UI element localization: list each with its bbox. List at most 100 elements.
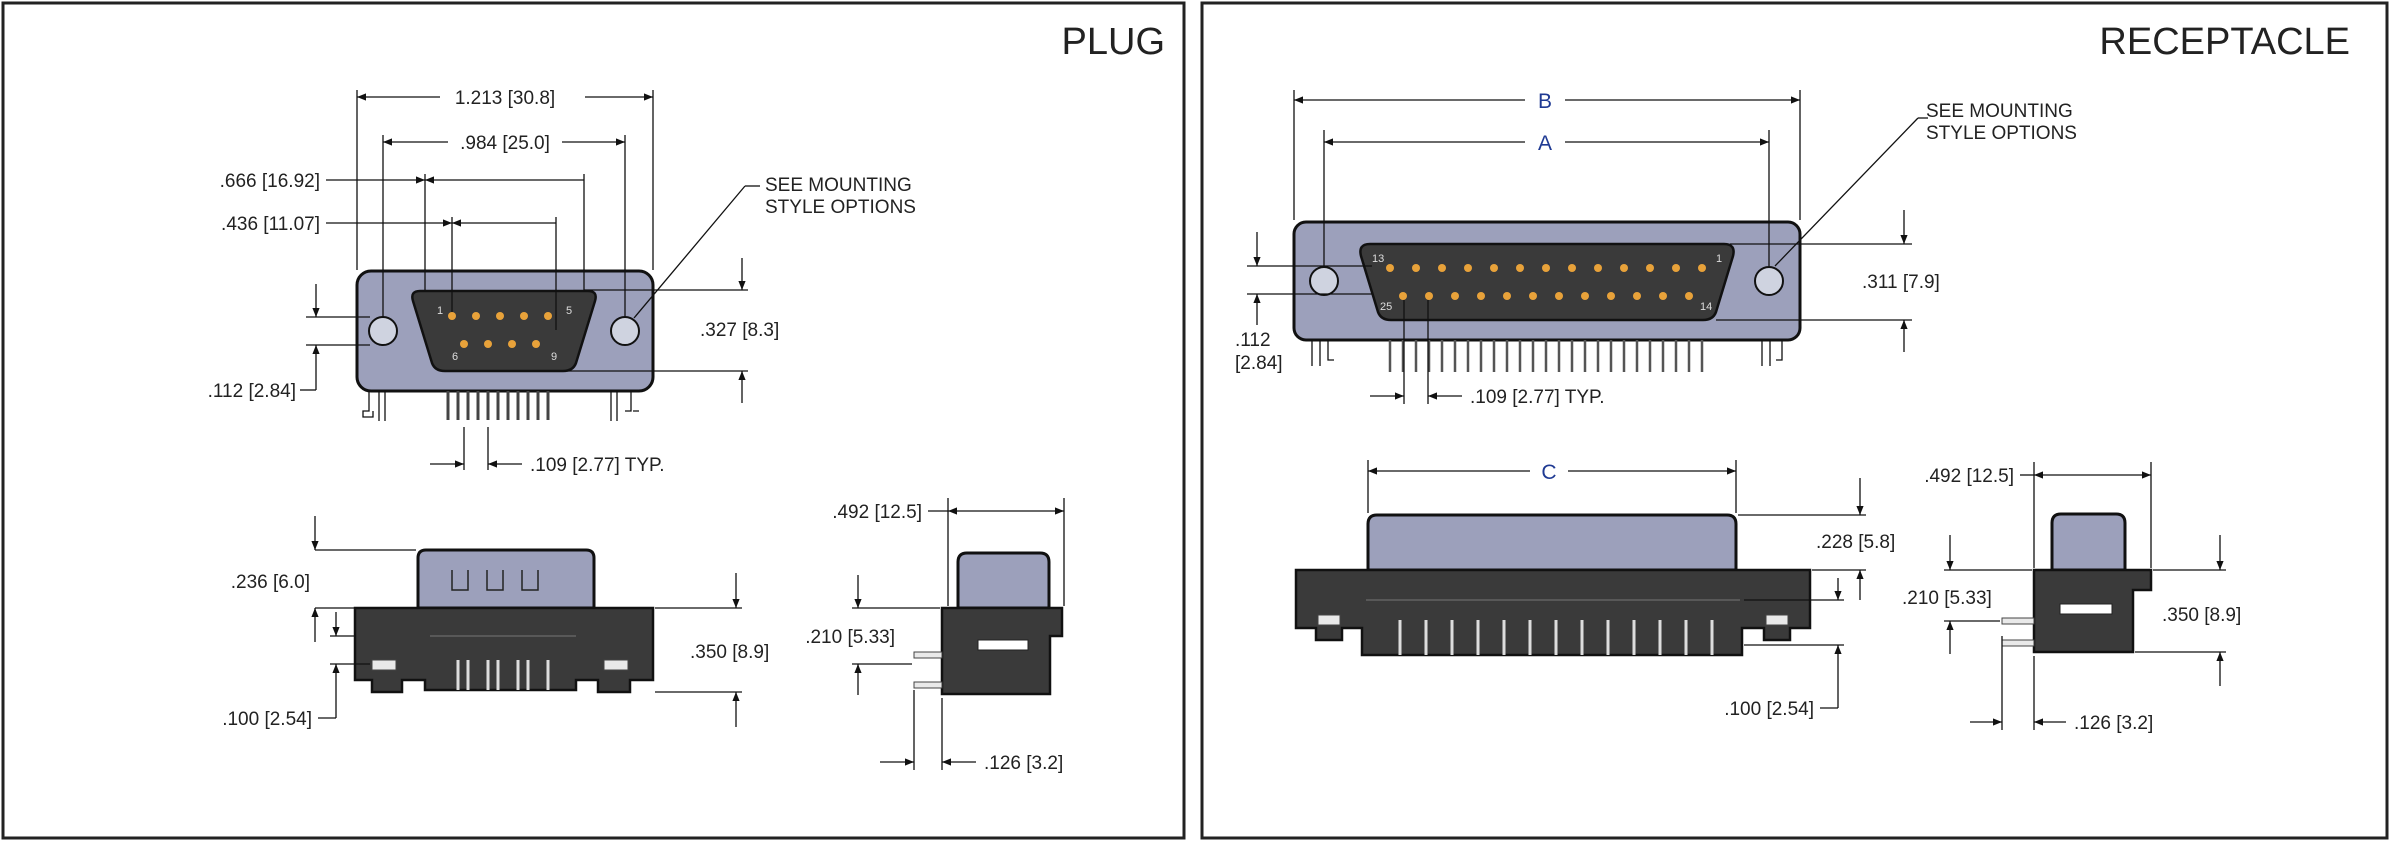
receptacle-contact [1568, 264, 1576, 272]
receptacle-end-pin [2001, 617, 2035, 625]
plug-end-dim-492: .492 [12.5] [832, 502, 922, 523]
plug-contact [544, 312, 552, 320]
receptacle-contact [1594, 264, 1602, 272]
receptacle-contact [1464, 264, 1472, 272]
receptacle-contact [1503, 292, 1511, 300]
receptacle-side-body [1294, 568, 1812, 657]
receptacle-dim-112-a: .112 [1235, 330, 1271, 351]
receptacle-contact [1555, 292, 1563, 300]
receptacle-dim-311: .311 [7.9] [1862, 272, 1940, 293]
receptacle-board-tails [1388, 340, 1704, 372]
receptacle-mount-hole-right [1754, 266, 1784, 296]
receptacle-dim-C: C [1541, 461, 1556, 484]
plug-insert [411, 289, 597, 373]
plug-contact [472, 312, 480, 320]
receptacle-end-label [2059, 603, 2113, 615]
receptacle-end-dim-126: .126 [3.2] [2074, 713, 2153, 734]
receptacle-note-line1: SEE MOUNTING [1926, 101, 2073, 122]
receptacle-dim-B: B [1538, 90, 1552, 113]
plug-dim-327: .327 [8.3] [700, 320, 779, 341]
plug-end-dim-210: .210 [5.33] [805, 627, 895, 648]
receptacle-contact [1698, 264, 1706, 272]
plug-end-label [977, 639, 1029, 651]
plug-note-line2: STYLE OPTIONS [765, 197, 916, 218]
plug-pin-label-9: 9 [551, 351, 557, 363]
plug-mount-hole-right [610, 316, 640, 346]
receptacle-pin-label-25: 25 [1380, 301, 1392, 313]
plug-end-shell [956, 551, 1051, 610]
receptacle-contacts [1386, 264, 1706, 300]
receptacle-side-tails [1398, 620, 1714, 655]
plug-contact [532, 340, 540, 348]
plug-dim-pitch: .109 [2.77] TYP. [530, 455, 665, 476]
plug-end-body [940, 606, 1064, 696]
receptacle-contact [1386, 264, 1394, 272]
receptacle-end-dimensions: .492 [12.5] .210 [5.33] .350 [8.9] .126 … [1902, 462, 2241, 734]
plug-side-standoff [371, 659, 397, 671]
receptacle-front-dimensions: B A SEE MOUNTING STYLE OPTIONS .311 [7.9… [1235, 90, 2077, 408]
receptacle-pin-label-1: 1 [1716, 253, 1722, 265]
receptacle-pin-label-14: 14 [1700, 301, 1712, 313]
plug-end-dim-126: .126 [3.2] [984, 753, 1063, 774]
receptacle-side-standoff [1765, 614, 1789, 626]
plug-dim-666: .666 [16.92] [220, 171, 320, 192]
plug-contact [520, 312, 528, 320]
receptacle-end-dim-492: .492 [12.5] [1924, 466, 2014, 487]
receptacle-contact [1607, 292, 1615, 300]
receptacle-side-shell [1366, 513, 1738, 572]
receptacle-pin-label-13: 13 [1372, 253, 1384, 265]
receptacle-end-dim-350: .350 [8.9] [2162, 605, 2241, 626]
receptacle-title: RECEPTACLE [2099, 21, 2350, 63]
plug-dim-100: .100 [2.54] [222, 709, 312, 730]
receptacle-contact [1451, 292, 1459, 300]
plug-contact [448, 312, 456, 320]
receptacle-side-standoff [1317, 614, 1341, 626]
receptacle-front-view: 13 1 25 14 [1292, 220, 1802, 372]
plug-contact [484, 340, 492, 348]
receptacle-side-view [1294, 513, 1812, 657]
receptacle-contact [1620, 264, 1628, 272]
receptacle-contact [1516, 264, 1524, 272]
receptacle-note-line2: STYLE OPTIONS [1926, 123, 2077, 144]
receptacle-contact [1412, 264, 1420, 272]
receptacle-contact [1542, 264, 1550, 272]
receptacle-side-dimensions: C .228 [5.8] .100 [2.54] [1367, 460, 1895, 720]
receptacle-dim-100: .100 [2.54] [1724, 699, 1814, 720]
receptacle-contact [1529, 292, 1537, 300]
plug-front-dimensions: 1.213 [30.8] .984 [25.0] .666 [16.92] .4… [208, 88, 916, 476]
plug-pin-label-5: 5 [566, 305, 572, 317]
plug-pin-label-6: 6 [452, 351, 458, 363]
receptacle-contact [1646, 264, 1654, 272]
plug-end-pin [913, 651, 943, 659]
plug-dim-436: .436 [11.07] [221, 214, 320, 235]
plug-board-tails [362, 391, 639, 421]
plug-side-shell [416, 548, 596, 610]
receptacle-contact [1490, 264, 1498, 272]
plug-contact [496, 312, 504, 320]
receptacle-contact [1633, 292, 1641, 300]
plug-contacts [448, 312, 552, 348]
plug-end-view [913, 551, 1064, 696]
plug-mount-hole-left [368, 316, 398, 346]
plug-end-pin [913, 681, 943, 689]
receptacle-dim-112-b: [2.84] [1235, 353, 1283, 374]
receptacle-mount-hole-left [1309, 266, 1339, 296]
plug-title: PLUG [1062, 21, 1165, 63]
plug-side-dimensions: .236 [6.0] .350 [8.9] .100 [2.54] [222, 516, 769, 730]
receptacle-dim-A: A [1538, 132, 1552, 155]
plug-end-dimensions: .492 [12.5] .210 [5.33] .126 [3.2] [805, 498, 1065, 774]
plug-contact [508, 340, 516, 348]
receptacle-dim-pitch: .109 [2.77] TYP. [1470, 387, 1605, 408]
plug-panel-border [1, 1, 1186, 840]
plug-contact [460, 340, 468, 348]
plug-side-standoff [603, 659, 629, 671]
receptacle-contact [1425, 292, 1433, 300]
receptacle-contact [1659, 292, 1667, 300]
receptacle-contact [1477, 292, 1485, 300]
receptacle-end-shell [2050, 512, 2127, 572]
receptacle-dim-228: .228 [5.8] [1816, 532, 1895, 553]
plug-dim-overall-width: 1.213 [30.8] [455, 88, 555, 109]
plug-dim-236: .236 [6.0] [231, 572, 310, 593]
receptacle-end-dim-210: .210 [5.33] [1902, 588, 1992, 609]
